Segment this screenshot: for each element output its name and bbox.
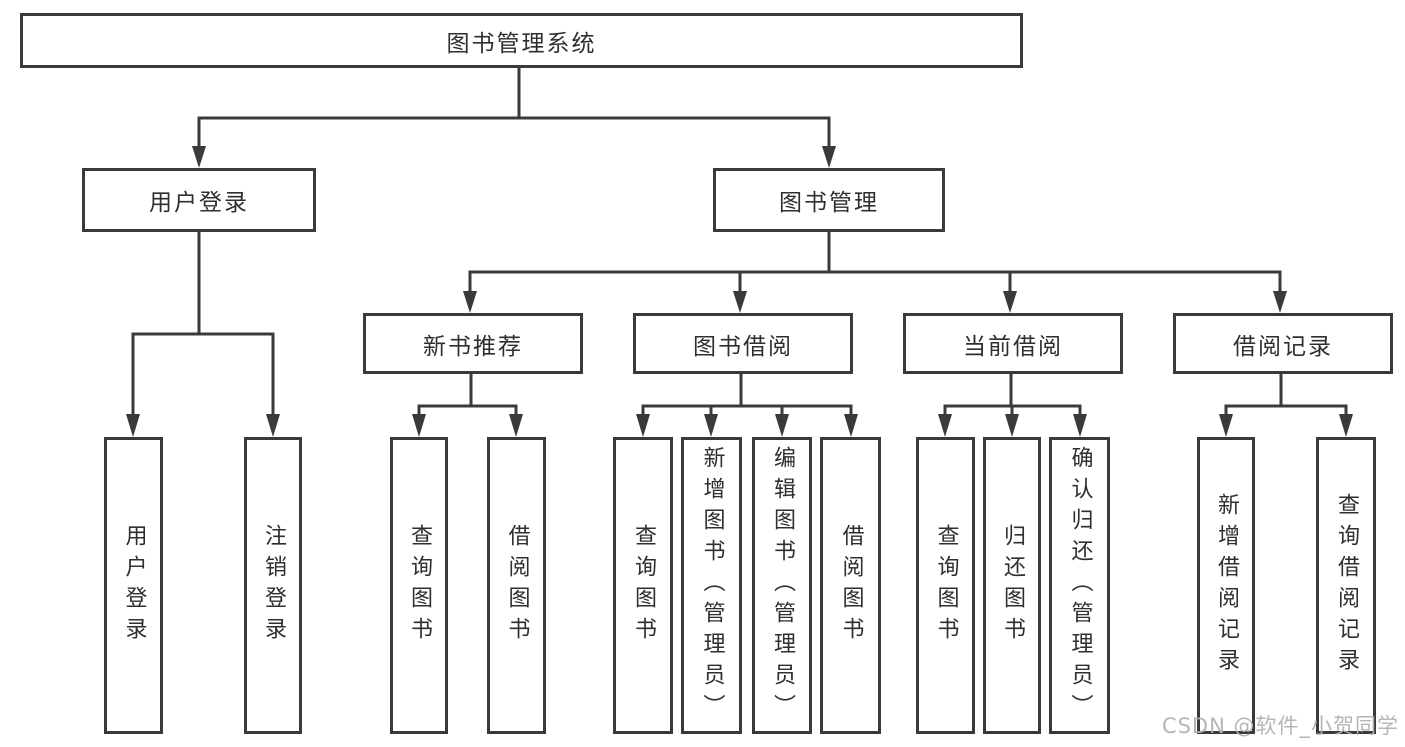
node-label: 图书管理系统 xyxy=(446,30,597,57)
csdn-watermark: CSDN @软件_小贺同学 xyxy=(1161,714,1399,738)
node-library-management-system: 图书管理系统 xyxy=(20,13,1023,68)
node-label: 查询图书 xyxy=(407,523,432,648)
node-current-borrowing: 当前借阅 xyxy=(903,313,1123,374)
node-query-borrow-record: 查询借阅记录 xyxy=(1316,437,1376,734)
node-new-book-recommendation: 新书推荐 xyxy=(363,313,583,374)
node-label: 查询图书 xyxy=(631,523,656,648)
node-label: 新增图书（管理员） xyxy=(699,446,725,725)
node-label: 查询图书 xyxy=(933,523,959,648)
node-logout-action: 注销登录 xyxy=(244,437,302,734)
node-label: 新书推荐 xyxy=(423,333,523,360)
node-book-borrowing: 图书借阅 xyxy=(633,313,853,374)
node-borrow-books-2: 借阅图书 xyxy=(820,437,881,734)
node-label: 归还图书 xyxy=(1000,523,1025,648)
connector-book-management-to-level3 xyxy=(463,230,1287,313)
connector-current-borrow-to-children xyxy=(938,372,1087,437)
node-add-books-admin: 新增图书（管理员） xyxy=(681,437,742,734)
node-label: 用户登录 xyxy=(149,190,249,216)
node-label: 查询借阅记录 xyxy=(1334,492,1359,679)
node-label: 借阅记录 xyxy=(1233,333,1333,360)
connector-borrow-record-to-children xyxy=(1219,372,1353,437)
connector-new-book-to-children xyxy=(412,372,523,437)
node-edit-books-admin: 编辑图书（管理员） xyxy=(752,437,812,734)
node-label: 确认归还（管理员） xyxy=(1067,446,1093,725)
node-label: 用户登录 xyxy=(121,523,147,648)
node-borrow-books-1: 借阅图书 xyxy=(487,437,546,734)
node-confirm-return-admin: 确认归还（管理员） xyxy=(1049,437,1110,734)
connector-book-borrow-to-children xyxy=(636,372,858,437)
node-query-books-3: 查询图书 xyxy=(916,437,975,734)
node-query-books-1: 查询图书 xyxy=(390,437,448,734)
node-label: 新增借阅记录 xyxy=(1214,492,1239,679)
node-label: 图书借阅 xyxy=(693,333,793,360)
node-add-borrow-record: 新增借阅记录 xyxy=(1197,437,1255,734)
node-label: 借阅图书 xyxy=(504,523,530,648)
node-book-management: 图书管理 xyxy=(713,168,945,232)
node-label: 注销登录 xyxy=(261,523,286,648)
node-label: 借阅图书 xyxy=(838,523,864,648)
node-label: 当前借阅 xyxy=(963,333,1063,360)
node-user-login: 用户登录 xyxy=(82,168,316,232)
node-label: 图书管理 xyxy=(779,190,879,216)
node-query-books-2: 查询图书 xyxy=(613,437,673,734)
node-return-books: 归还图书 xyxy=(983,437,1041,734)
node-borrowing-records: 借阅记录 xyxy=(1173,313,1393,374)
node-label: 编辑图书（管理员） xyxy=(770,446,795,725)
connector-root-to-level2 xyxy=(192,66,836,168)
connector-user-login-to-children xyxy=(126,230,280,437)
node-user-login-action: 用户登录 xyxy=(104,437,163,734)
